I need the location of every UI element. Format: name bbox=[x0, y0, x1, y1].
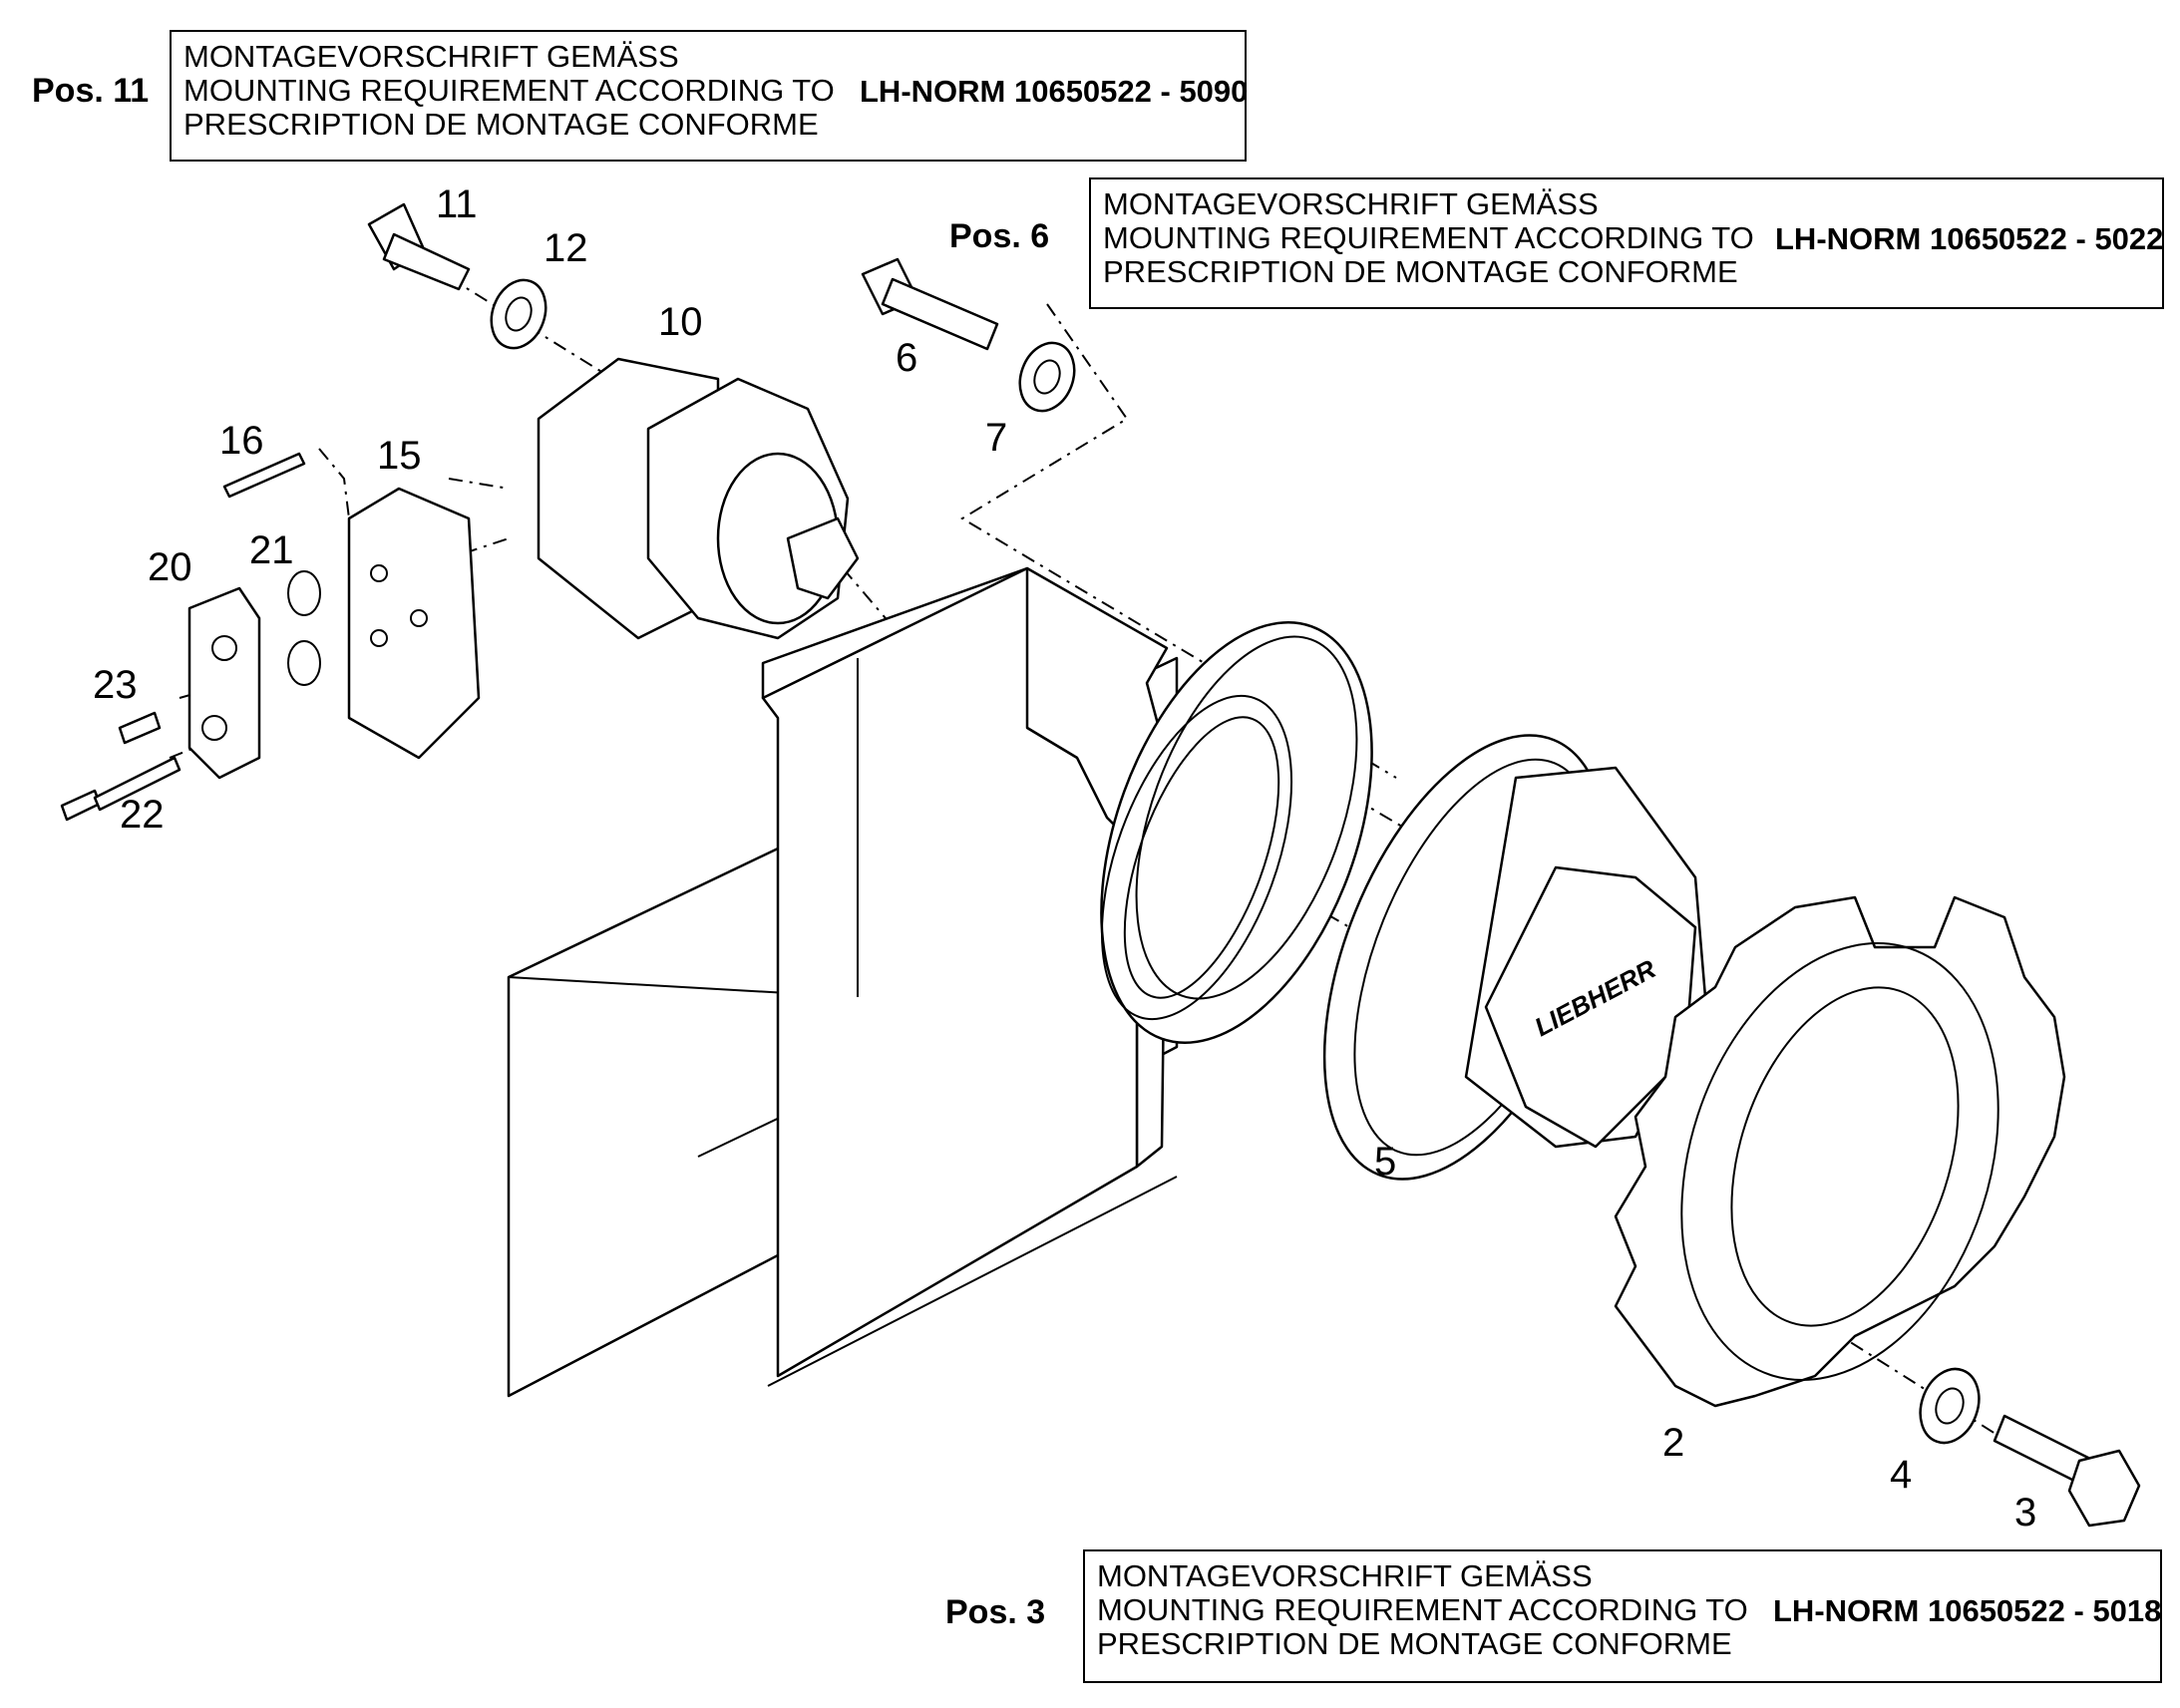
callout-3: 3 bbox=[2014, 1491, 2036, 1535]
note-line-fr: PRESCRIPTION DE MONTAGE CONFORME bbox=[1097, 1626, 1732, 1661]
flange-plate bbox=[187, 586, 261, 780]
fasteners bbox=[60, 202, 2141, 1528]
callout-7: 7 bbox=[985, 416, 1007, 460]
callout-12: 12 bbox=[544, 226, 588, 270]
note-text: MONTAGEVORSCHRIFT GEMÄSS MOUNTING REQUIR… bbox=[183, 40, 835, 142]
lh-norm-reference: LH-NORM 10650522 - 5090 bbox=[860, 74, 1249, 109]
hydraulic-motor bbox=[537, 357, 860, 640]
note-line-en: MOUNTING REQUIREMENT ACCORDING TO bbox=[1097, 1592, 1748, 1627]
callout-10: 10 bbox=[658, 300, 703, 344]
note-line-de: MONTAGEVORSCHRIFT GEMÄSS bbox=[1097, 1558, 1593, 1593]
travel-gear: LIEBHERR bbox=[1322, 734, 1707, 1181]
callout-23: 23 bbox=[93, 663, 138, 707]
callout-21: 21 bbox=[249, 528, 294, 572]
lh-norm-reference: LH-NORM 10650522 - 5018 bbox=[1773, 1593, 2162, 1628]
lh-norm-reference: LH-NORM 10650522 - 5022 bbox=[1775, 221, 2164, 256]
pos-11-label: Pos. 11 bbox=[32, 72, 150, 110]
note-line-en: MOUNTING REQUIREMENT ACCORDING TO bbox=[1103, 220, 1754, 255]
note-line-fr: PRESCRIPTION DE MONTAGE CONFORME bbox=[1103, 254, 1738, 289]
callout-4: 4 bbox=[1890, 1453, 1912, 1497]
callout-22: 22 bbox=[120, 793, 165, 837]
callout-15: 15 bbox=[377, 434, 422, 478]
pos-3-label: Pos. 3 bbox=[945, 1593, 1046, 1631]
callouts: 11 12 10 6 7 16 15 21 20 23 22 5 2 4 3 bbox=[93, 182, 2036, 1535]
callout-2: 2 bbox=[1662, 1421, 1684, 1465]
track-frame bbox=[507, 566, 1373, 1398]
mounting-note-pos-6: MONTAGEVORSCHRIFT GEMÄSS MOUNTING REQUIR… bbox=[1089, 177, 2164, 309]
note-text: MONTAGEVORSCHRIFT GEMÄSS MOUNTING REQUIR… bbox=[1103, 187, 1754, 289]
mounting-note-pos-3: MONTAGEVORSCHRIFT GEMÄSS MOUNTING REQUIR… bbox=[1083, 1549, 2162, 1683]
note-text: MONTAGEVORSCHRIFT GEMÄSS MOUNTING REQUIR… bbox=[1097, 1559, 1748, 1661]
callout-5: 5 bbox=[1374, 1140, 1396, 1184]
pos-6-label: Pos. 6 bbox=[949, 217, 1050, 255]
note-line-de: MONTAGEVORSCHRIFT GEMÄSS bbox=[1103, 186, 1599, 221]
sprocket bbox=[1614, 895, 2066, 1408]
callout-11: 11 bbox=[436, 182, 478, 226]
mounting-note-pos-11: MONTAGEVORSCHRIFT GEMÄSS MOUNTING REQUIR… bbox=[170, 30, 1249, 162]
note-line-de: MONTAGEVORSCHRIFT GEMÄSS bbox=[183, 39, 679, 74]
callout-6: 6 bbox=[896, 336, 917, 380]
note-line-fr: PRESCRIPTION DE MONTAGE CONFORME bbox=[183, 107, 819, 142]
valve-block bbox=[347, 487, 481, 760]
callout-16: 16 bbox=[219, 419, 264, 463]
note-line-en: MOUNTING REQUIREMENT ACCORDING TO bbox=[183, 73, 835, 108]
callout-20: 20 bbox=[148, 545, 192, 589]
